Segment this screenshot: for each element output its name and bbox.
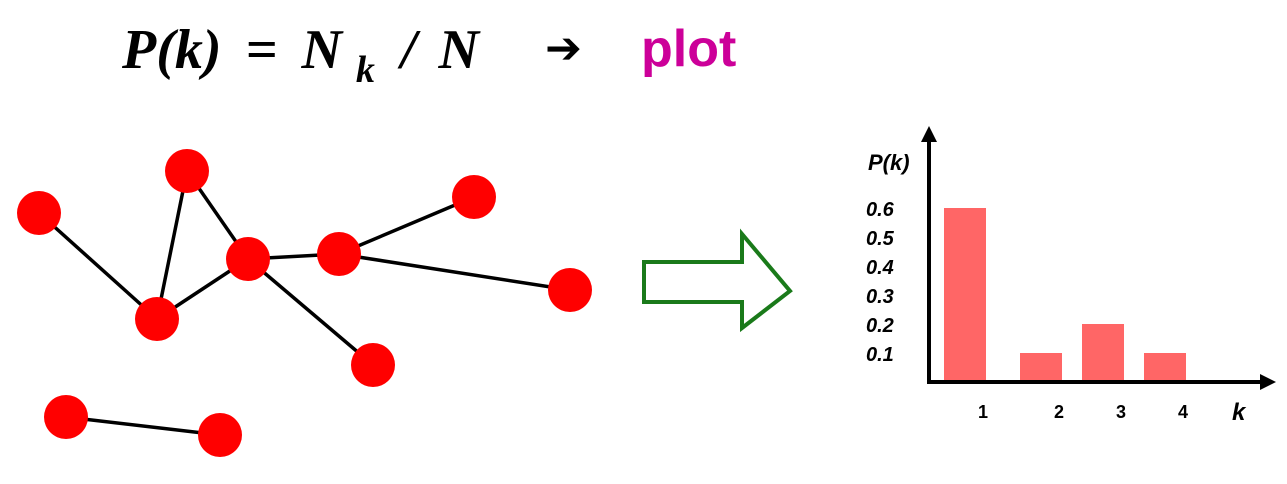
network-nodes	[17, 149, 592, 457]
formula-lhs: P(k)	[121, 19, 222, 81]
x-tick-label: 2	[1054, 402, 1064, 422]
formula-slash: /	[397, 19, 421, 81]
formula-n: N	[300, 19, 344, 81]
chart-bar	[1020, 353, 1062, 382]
formula-subscript-k: k	[356, 49, 375, 91]
network-edge	[155, 170, 189, 320]
network-node	[44, 395, 88, 439]
y-tick-label: 0.2	[866, 315, 894, 337]
network-graph	[17, 149, 592, 457]
x-tick-label: 4	[1178, 402, 1188, 422]
y-axis-arrowhead-icon	[921, 126, 937, 142]
network-edge	[246, 257, 375, 367]
plot-word: plot	[641, 20, 736, 78]
network-node	[135, 297, 179, 341]
network-node	[351, 343, 395, 387]
x-tick-labels: 1 2 3 4	[978, 402, 1188, 422]
y-tick-labels: 0.1 0.2 0.3 0.4 0.5 0.6	[866, 199, 895, 366]
right-arrow-icon: ➔	[545, 23, 582, 74]
chart-bar	[1082, 324, 1124, 382]
chart-axes	[921, 126, 1276, 390]
network-node	[165, 149, 209, 193]
network-edge	[338, 252, 571, 292]
network-node	[317, 232, 361, 276]
chart-bars	[944, 208, 1186, 382]
y-tick-label: 0.5	[866, 228, 895, 250]
network-node	[548, 268, 592, 312]
degree-distribution-chart: P(k) k 0.1 0.2 0.3 0.4 0.5 0.6 1 2 3 4	[866, 126, 1276, 426]
network-edge	[338, 195, 475, 256]
y-tick-label: 0.1	[866, 344, 894, 366]
x-axis-arrowhead-icon	[1260, 374, 1276, 390]
chart-bar	[944, 208, 986, 382]
formula-equals: =	[246, 19, 278, 81]
network-node	[198, 413, 242, 457]
x-tick-label: 1	[978, 402, 988, 422]
network-node	[17, 191, 61, 235]
formula: P(k) = N k / N ➔ plot	[121, 19, 736, 95]
x-axis-label: k	[1232, 399, 1247, 426]
network-node	[226, 237, 270, 281]
y-axis-label: P(k)	[868, 150, 910, 175]
big-right-arrow-icon	[642, 228, 793, 333]
chart-bar	[1144, 353, 1186, 382]
y-tick-label: 0.3	[866, 286, 894, 308]
y-tick-label: 0.6	[866, 199, 895, 221]
x-tick-label: 3	[1116, 402, 1126, 422]
network-edge	[65, 415, 221, 437]
network-node	[452, 175, 496, 219]
network-edge	[37, 211, 159, 321]
formula-n-total: N	[437, 19, 481, 81]
svg-text:P(k) = N k: P(k) = N k / N	[121, 19, 481, 95]
y-tick-label: 0.4	[866, 257, 894, 279]
